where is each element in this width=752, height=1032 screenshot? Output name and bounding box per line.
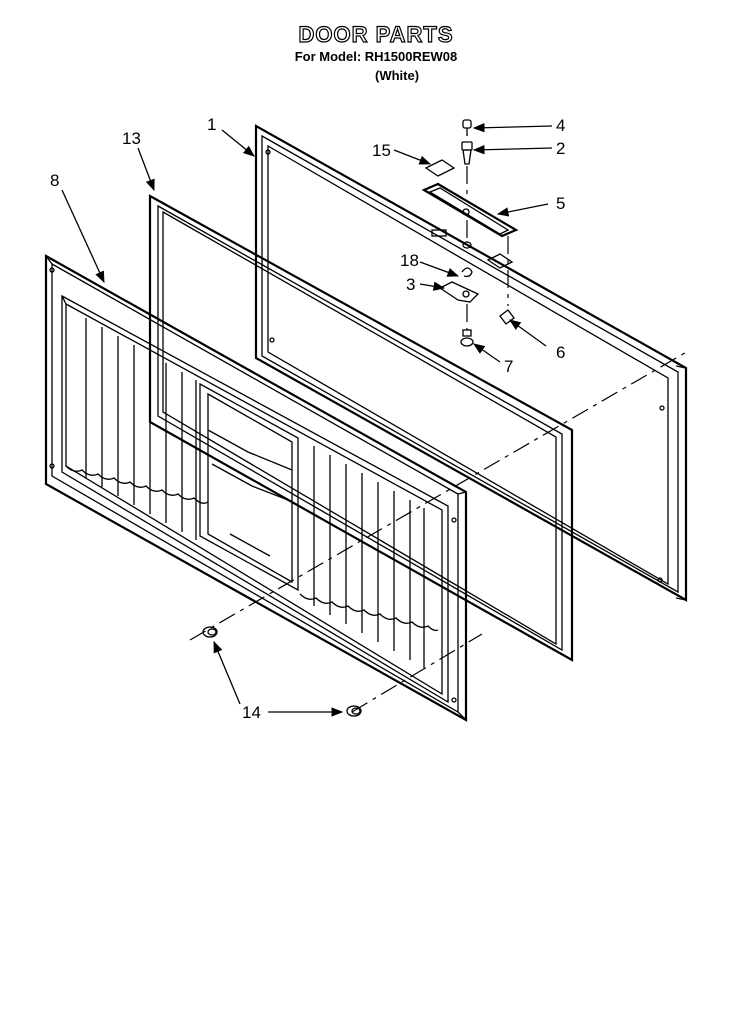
inner-door-liner [44, 254, 468, 722]
lower-hinge-bracket-3 [438, 281, 480, 303]
callout-4: 4 [556, 116, 565, 135]
door-outer-frame [254, 124, 688, 602]
door-gasket [148, 194, 574, 662]
hinge-bushing-upper [202, 626, 218, 638]
hinge-screw-4 [462, 119, 472, 136]
callout-15: 15 [372, 141, 391, 160]
callout-14: 14 [242, 703, 261, 722]
leader-lines [61, 123, 553, 717]
callout-6: 6 [556, 343, 565, 362]
hinge-clip-6 [499, 309, 515, 325]
hinge-assembly [421, 119, 519, 347]
diagram-title: DOOR PARTS [298, 21, 454, 47]
color-variant: (White) [375, 68, 420, 83]
callout-8: 8 [50, 171, 59, 190]
callout-2: 2 [556, 139, 565, 158]
hinge-bushing-lower [346, 705, 362, 717]
spacer-shim-15 [424, 159, 456, 177]
hinge-axis-line [189, 349, 691, 641]
hinge-screw-7 [460, 329, 474, 347]
model-line: For Model: RH1500REW08 [294, 49, 458, 64]
callout-5: 5 [556, 194, 565, 213]
callout-18: 18 [400, 251, 419, 270]
hinge-axis-line-lower [351, 633, 483, 713]
top-hinge-bracket-5 [421, 182, 519, 238]
hinge-pin-2 [461, 141, 473, 165]
callout-3: 3 [406, 275, 415, 294]
callout-1: 1 [207, 115, 216, 134]
hinge-pin-clip-18 [461, 267, 473, 278]
callout-13: 13 [122, 129, 141, 148]
callout-7: 7 [504, 357, 513, 376]
